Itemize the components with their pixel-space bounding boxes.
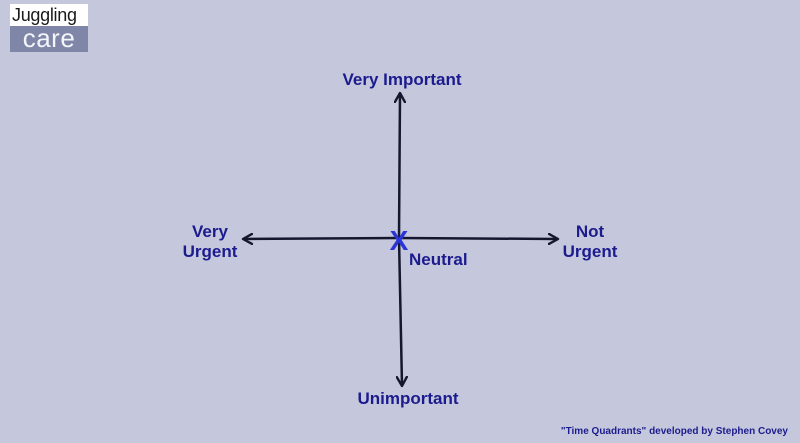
very-important-label: Very Important [342, 70, 462, 89]
unimportant-label: Unimportant [357, 389, 459, 408]
logo-top-text: Juggling [10, 4, 88, 26]
center-x-marker: X [390, 225, 409, 256]
vertical-axis-down [399, 237, 402, 386]
vertical-axis-up [399, 93, 400, 239]
very-urgent-line1: Very [192, 222, 228, 241]
horizontal-axis-left [243, 238, 400, 239]
very-urgent-line2: Urgent [182, 242, 238, 261]
not-urgent-label: Not Urgent [545, 222, 635, 262]
neutral-label: Neutral [409, 250, 468, 269]
juggling-care-logo: Juggling care [10, 4, 88, 52]
horizontal-axis-right [398, 238, 558, 239]
very-urgent-label: Very Urgent [167, 222, 253, 262]
not-urgent-line1: Not [575, 222, 605, 241]
credit-text: "Time Quadrants" developed by Stephen Co… [560, 426, 788, 437]
not-urgent-line2: Urgent [562, 242, 618, 261]
logo-bottom-text: care [10, 25, 88, 52]
